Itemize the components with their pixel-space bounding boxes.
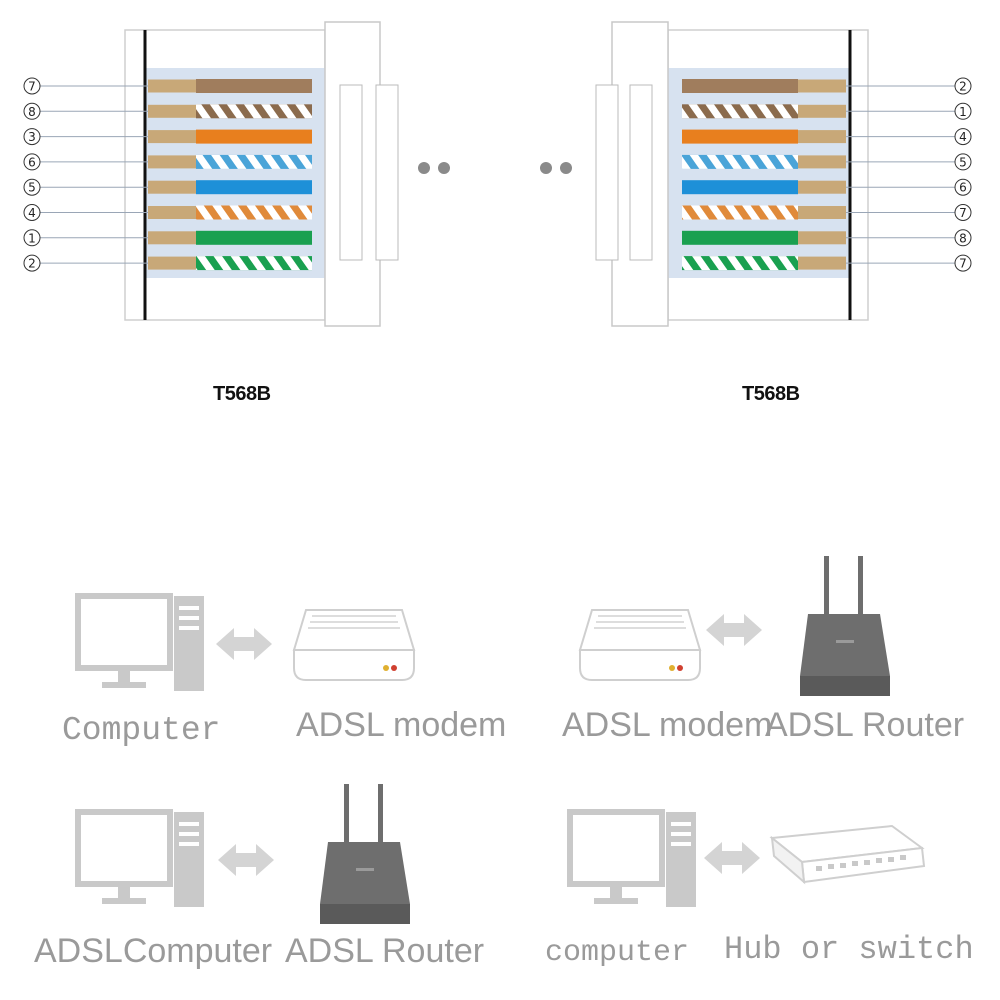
pin-number-circle — [23, 204, 41, 221]
pin-number-circle — [23, 153, 41, 171]
wire-2 — [682, 104, 798, 119]
double-arrow-icon — [706, 614, 762, 646]
pin-number: 6 — [959, 181, 967, 195]
pin-number: 7 — [959, 206, 967, 220]
wire-1 — [682, 79, 798, 93]
switch-icon — [769, 824, 926, 885]
pin-contact — [798, 256, 846, 270]
connector-right-window — [668, 68, 850, 278]
pin-number: 2 — [959, 80, 967, 94]
modem-icon — [578, 609, 702, 681]
pin-number: 2 — [28, 257, 36, 271]
double-arrow-icon — [218, 844, 274, 876]
pin-number: 5 — [959, 155, 967, 169]
pin-number-circle — [954, 128, 972, 146]
double-arrow-icon — [216, 628, 272, 660]
ellipsis-dot — [560, 162, 572, 174]
connector-left-window — [145, 68, 325, 278]
wire-3 — [196, 129, 312, 144]
pin-number-circle — [23, 254, 41, 272]
pin-number: 4 — [28, 206, 36, 220]
label-pair3-right: ADSL Router — [285, 932, 485, 970]
wire-7 — [196, 230, 312, 245]
pin-contact — [148, 231, 196, 245]
double-arrow-icon — [704, 842, 760, 874]
standard-label-left: T568B — [213, 383, 271, 405]
pin-contact — [148, 180, 196, 194]
connector-left: 7 8 3 6 5 4 1 2 — [23, 21, 399, 327]
connector-right: 2 1 4 5 6 7 8 7 — [595, 21, 972, 327]
pin-number: 1 — [28, 231, 36, 245]
wire-7 — [682, 230, 798, 245]
router-icon — [800, 556, 890, 696]
label-pair1-left: Computer — [62, 712, 221, 749]
pin-number-circle — [954, 153, 972, 171]
pin-number: 5 — [28, 181, 36, 195]
label-pair2-right: ADSL Router — [765, 706, 965, 744]
pin-contact — [798, 130, 846, 144]
wire-1 — [196, 79, 312, 93]
pin-number-circle — [954, 229, 972, 247]
computer-icon — [75, 593, 204, 691]
wire-6 — [196, 205, 312, 220]
pin-number-circle — [954, 254, 972, 272]
computer-icon — [75, 809, 204, 907]
connector-right-slot-b — [629, 84, 653, 261]
pin-contact — [148, 79, 196, 93]
pin-contact — [798, 206, 846, 219]
pin-number: 6 — [28, 155, 36, 169]
pin-contact — [148, 256, 196, 270]
computer-icon — [567, 809, 696, 907]
pin-number-circle — [23, 229, 41, 247]
wire-2 — [196, 104, 312, 119]
wire-8 — [196, 256, 312, 271]
connector-left-slot-a — [339, 84, 363, 261]
pin-number-circle — [954, 204, 972, 221]
pin-number: 8 — [28, 105, 36, 119]
router-icon — [320, 784, 410, 924]
label-pair3-left: ADSLComputer — [34, 932, 273, 970]
wire-5 — [196, 180, 312, 195]
wire-3 — [682, 129, 798, 144]
connector-right-slot-a — [595, 84, 619, 261]
pin-number-circle — [23, 77, 41, 95]
label-pair4-left: computer — [545, 936, 690, 970]
pin-contact — [148, 130, 196, 144]
pin-contact — [798, 104, 846, 118]
pin-number: 3 — [28, 130, 36, 144]
modem-icon — [292, 609, 416, 681]
standard-label-right: T568B — [742, 383, 800, 405]
pin-number-circle — [954, 178, 972, 196]
pin-number-circle — [954, 77, 972, 95]
pin-contact — [798, 79, 846, 93]
pin-number: 1 — [959, 105, 967, 119]
connector-left-slot-b — [375, 84, 399, 261]
pin-number: 7 — [28, 80, 36, 94]
wire-5 — [682, 180, 798, 195]
pin-contact — [798, 231, 846, 245]
pin-contact — [798, 180, 846, 194]
wire-8 — [682, 256, 798, 271]
pin-contact — [148, 104, 196, 118]
pin-contact — [148, 155, 196, 169]
pin-number: 7 — [959, 257, 967, 271]
wire-6 — [682, 205, 798, 220]
pin-number-circle — [23, 128, 41, 146]
ellipsis-dot — [540, 162, 552, 174]
label-pair1-right: ADSL modem — [296, 706, 507, 744]
label-pair4-right: Hub or switch — [724, 931, 974, 968]
ellipsis-dot — [418, 162, 430, 174]
pin-number: 8 — [959, 231, 967, 245]
pin-number-circle — [954, 102, 972, 120]
wire-4 — [682, 154, 798, 169]
ellipsis-dot — [438, 162, 450, 174]
pin-contact — [798, 155, 846, 169]
pin-contact — [148, 206, 196, 219]
pin-number-circle — [23, 178, 41, 196]
label-pair2-left: ADSL modem — [562, 706, 773, 744]
pin-number: 4 — [959, 130, 967, 144]
pin-number-circle — [23, 102, 41, 120]
wire-4 — [196, 154, 312, 169]
